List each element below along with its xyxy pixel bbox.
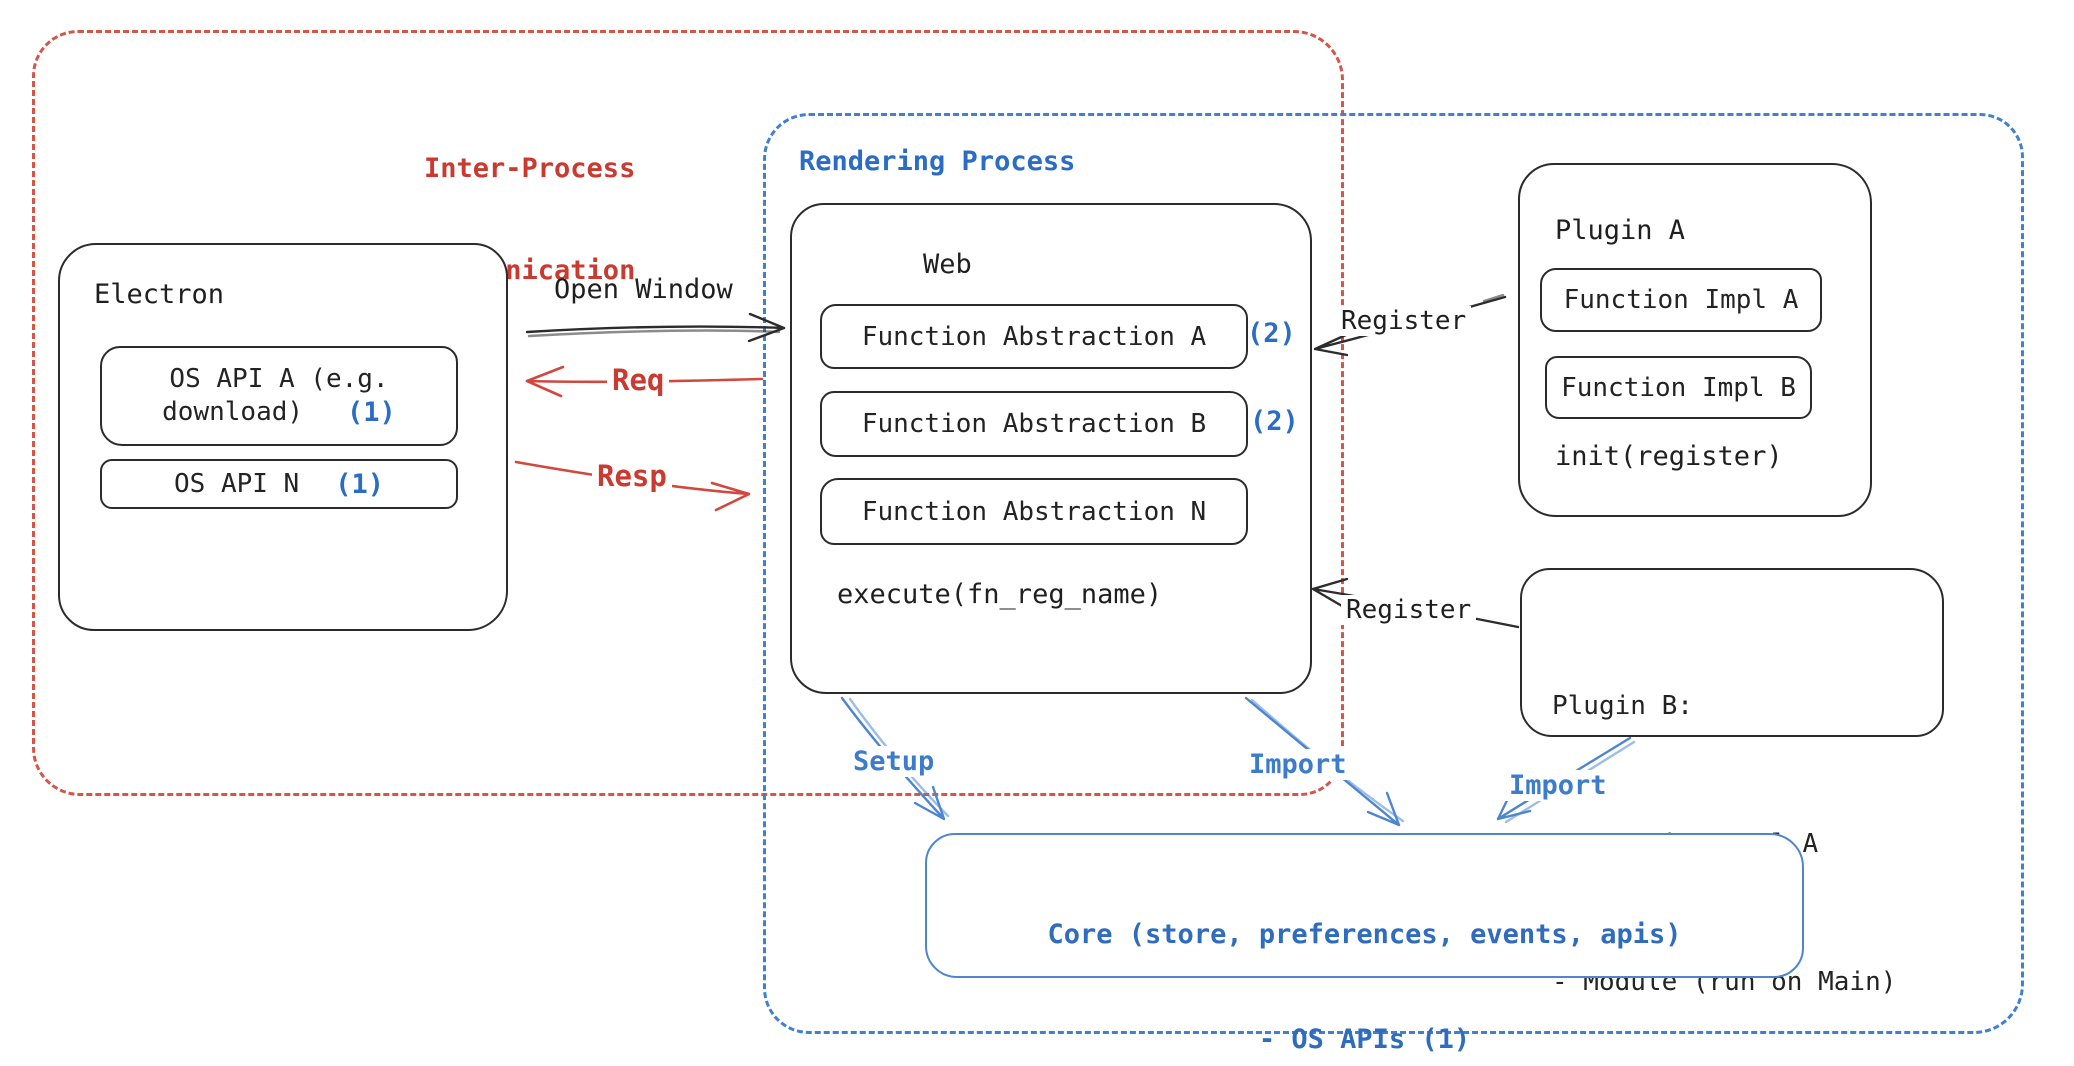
import-web-label: Import: [1244, 749, 1352, 780]
plugin-a-box: Plugin A Function Impl A Function Impl B…: [1518, 163, 1872, 517]
electron-box: Electron OS API A (e.g. download) (1) OS…: [58, 243, 508, 631]
register-plugin-a-label: Register: [1336, 306, 1472, 336]
os-api-n-label: OS API N: [173, 469, 300, 499]
os-api-n-box: OS API N (1): [100, 459, 458, 509]
register-plugin-b-label: Register: [1341, 595, 1477, 625]
rendering-process-boundary-frame: [763, 113, 2024, 1034]
core-line1: Core (store, preferences, events, apis): [1047, 919, 1682, 950]
execute-label: execute(fn_reg_name): [837, 579, 1163, 610]
init-register-label: init(register): [1555, 441, 1783, 472]
function-abstraction-n-label: Function Abstraction N: [861, 496, 1207, 527]
plugin-b-item-2: - Module (run on Main): [1552, 967, 1897, 997]
os-api-n-badge: (1): [335, 468, 384, 500]
core-box: Core (store, preferences, events, apis) …: [925, 833, 1804, 1055]
electron-title: Electron: [94, 279, 225, 310]
rendering-process-title: Rendering Process: [799, 146, 1076, 177]
plugin-b-title: Plugin B:: [1552, 691, 1693, 721]
function-impl-a-box: Function Impl A: [1540, 268, 1822, 332]
ipc-title-line1: Inter-Process: [424, 153, 636, 184]
os-api-a-badge: (1): [347, 397, 396, 428]
plugin-b-box: Plugin B: - Function Impl A - Module (ru…: [1520, 568, 1944, 997]
function-abstraction-b-badge: (2): [1250, 406, 1299, 437]
open-window-label: Open Window: [554, 274, 733, 305]
plugin-a-title: Plugin A: [1555, 215, 1686, 246]
function-abstraction-b-box: Function Abstraction B: [820, 391, 1248, 457]
req-label: Req: [607, 363, 670, 397]
function-abstraction-a-label: Function Abstraction A: [861, 321, 1207, 352]
import-plugin-b-label: Import: [1504, 770, 1612, 801]
function-impl-a-label: Function Impl A: [1563, 285, 1799, 315]
function-abstraction-n-box: Function Abstraction N: [820, 478, 1248, 545]
setup-label: Setup: [848, 746, 940, 777]
resp-label: Resp: [592, 459, 672, 493]
function-impl-b-label: Function Impl B: [1561, 372, 1796, 403]
core-line2: - OS APIs (1): [1258, 1024, 1471, 1055]
web-title: Web: [923, 249, 972, 280]
function-abstraction-a-box: Function Abstraction A: [820, 304, 1248, 369]
ipc-boundary-frame: [32, 30, 1344, 796]
web-box: Web Function Abstraction A (2) Function …: [790, 203, 1312, 694]
function-abstraction-b-label: Function Abstraction B: [861, 409, 1207, 439]
function-impl-b-box: Function Impl B: [1545, 356, 1812, 419]
os-api-a-label-line2: download): [162, 397, 304, 427]
os-api-a-box: OS API A (e.g. download) (1): [100, 346, 458, 446]
os-api-a-label-line1: OS API A (e.g.: [169, 364, 389, 394]
function-abstraction-a-badge: (2): [1247, 318, 1296, 349]
